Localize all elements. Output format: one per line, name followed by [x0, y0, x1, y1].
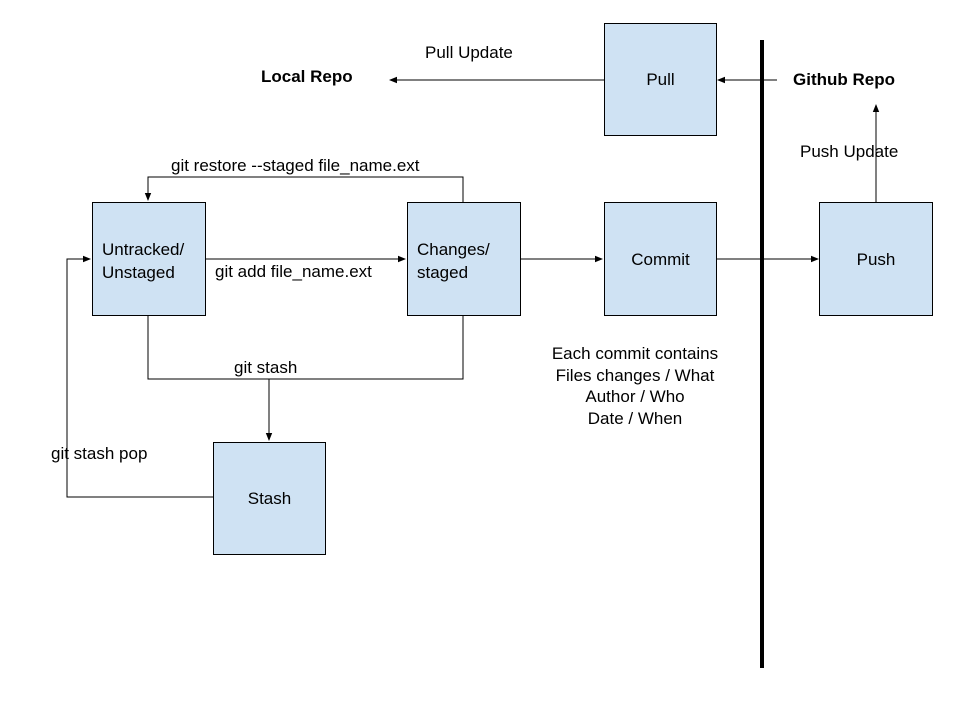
push-box: Push — [819, 202, 933, 316]
git-restore-label: git restore --staged file_name.ext — [171, 156, 420, 175]
untracked-unstaged-box: Untracked/ Unstaged — [92, 202, 206, 316]
changes-staged-box: Changes/ staged — [407, 202, 521, 316]
commit-box-label: Commit — [631, 249, 690, 269]
stash-box-label: Stash — [247, 489, 292, 508]
push-box-label: Push — [856, 249, 896, 269]
changes-box-label-line2: staged — [417, 263, 469, 282]
commit-note-line: Date / When — [587, 408, 683, 428]
push-update-label: Push Update — [800, 142, 899, 161]
commit-note: Each commit contains Files changes / Wha… — [520, 343, 750, 429]
github-repo-label: Github Repo — [793, 70, 895, 89]
git-stash-pop-label: git stash pop — [51, 444, 148, 463]
pull-update-label: Pull Update — [425, 43, 513, 62]
stash-box: Stash — [213, 442, 326, 555]
git-restore-arrow — [144, 176, 464, 202]
commit-note-line: Files changes / What — [555, 365, 715, 385]
commit-note-line: Author / Who — [585, 387, 685, 407]
git-stash-merge-line — [147, 316, 464, 380]
pull-box-label: Pull — [646, 70, 675, 89]
untracked-box-label-line2: Unstaged — [102, 263, 175, 282]
git-add-label: git add file_name.ext — [215, 262, 372, 281]
local-repo-label: Local Repo — [261, 67, 353, 86]
pull-box: Pull — [604, 23, 717, 136]
untracked-box-label-line1: Untracked/ — [102, 240, 185, 259]
git-stash-pop-arrow — [66, 255, 213, 498]
commit-note-line: Each commit contains — [551, 344, 719, 363]
git-stash-label: git stash — [234, 358, 298, 377]
commit-box: Commit — [604, 202, 717, 316]
changes-box-label-line1: Changes/ — [417, 240, 490, 259]
